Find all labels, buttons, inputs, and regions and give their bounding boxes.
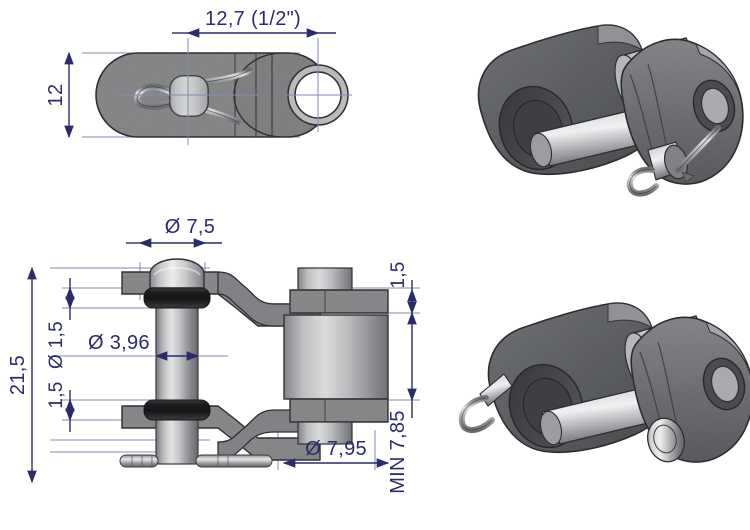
dimension-plate-thickness: 1,5: [388, 261, 417, 315]
top-view-pin-head-highlight: [170, 76, 208, 116]
dimension-total-length: 21,5: [7, 266, 37, 484]
iso-lower-pin-end: [539, 410, 563, 446]
dimension-pin-diameter: Ø 3,96: [58, 332, 228, 361]
dimension-pin-head-diameter: Ø 7,5: [126, 216, 222, 248]
dimension-roller-diameter: Ø 7,95: [282, 438, 390, 468]
dimension-min-inner-width-label: MIN 7,85: [387, 410, 409, 494]
dimension-min-inner-width: MIN 7,85: [387, 311, 417, 494]
dimension-seal-thickness-bottom: 1,5: [46, 381, 75, 432]
dimension-seal-thickness-top: Ø 1,5: [46, 278, 75, 369]
iso-lower-near-bore-inner: [710, 365, 740, 403]
isometric-view-upper: [477, 24, 744, 197]
iso-upper-cotter-pin-tip: [681, 171, 695, 183]
dimension-seal-thickness-top-label: Ø 1,5: [46, 321, 67, 369]
dimension-plate-thickness-label: 1,5: [388, 261, 409, 288]
dimension-total-length-label: 21,5: [7, 355, 29, 395]
dimension-seal-thickness-bottom-label: 1,5: [46, 381, 67, 408]
iso-upper-left-pin-end: [529, 132, 553, 168]
dimension-plate-height-label: 12: [45, 84, 67, 107]
dimension-pitch-label: 12,7 (1/2"): [205, 8, 301, 30]
side-view-upper-bushing: [297, 267, 353, 291]
dimension-pitch: 12,7 (1/2"): [172, 8, 336, 38]
iso-lower-pin-boss: [647, 417, 685, 463]
side-view-pin-head-highlight: [153, 266, 201, 276]
side-view-upper-right-plate: [289, 289, 389, 314]
side-view: Ø 7,5 Ø 3,96 Ø 7,95 21,5 Ø 1,5: [7, 216, 420, 494]
side-view-lower-right-plate: [289, 398, 389, 423]
side-view-pin-head: [149, 258, 205, 289]
dimension-plate-height: 12: [45, 51, 74, 139]
dimension-roller-diameter-label: Ø 7,95: [305, 438, 367, 460]
iso-upper-cotter-pin-outline: [629, 127, 719, 194]
iso-upper-near-plate-edge: [695, 43, 743, 105]
side-view-pin-shaft: [155, 287, 199, 465]
side-view-upper-seal: [143, 287, 211, 309]
dimension-pin-head-diameter-label: Ø 7,5: [165, 216, 215, 238]
side-view-roller: [283, 314, 389, 400]
iso-lower-cotter-pin: [458, 373, 513, 433]
iso-upper-near-bore-inner: [700, 87, 730, 125]
isometric-view-lower: [458, 302, 750, 463]
dimension-pin-diameter-label: Ø 3,96: [88, 332, 150, 354]
side-view-lower-seal: [143, 399, 211, 421]
iso-lower-pin-boss-ring: [653, 424, 677, 454]
top-view: 12,7 (1/2") 12: [45, 8, 352, 145]
side-view-cotter-pin: [119, 454, 273, 468]
iso-lower-near-plate-edge: [705, 321, 750, 376]
side-view-roller-assembly: [283, 267, 389, 445]
top-view-centre-lines: [120, 48, 352, 145]
